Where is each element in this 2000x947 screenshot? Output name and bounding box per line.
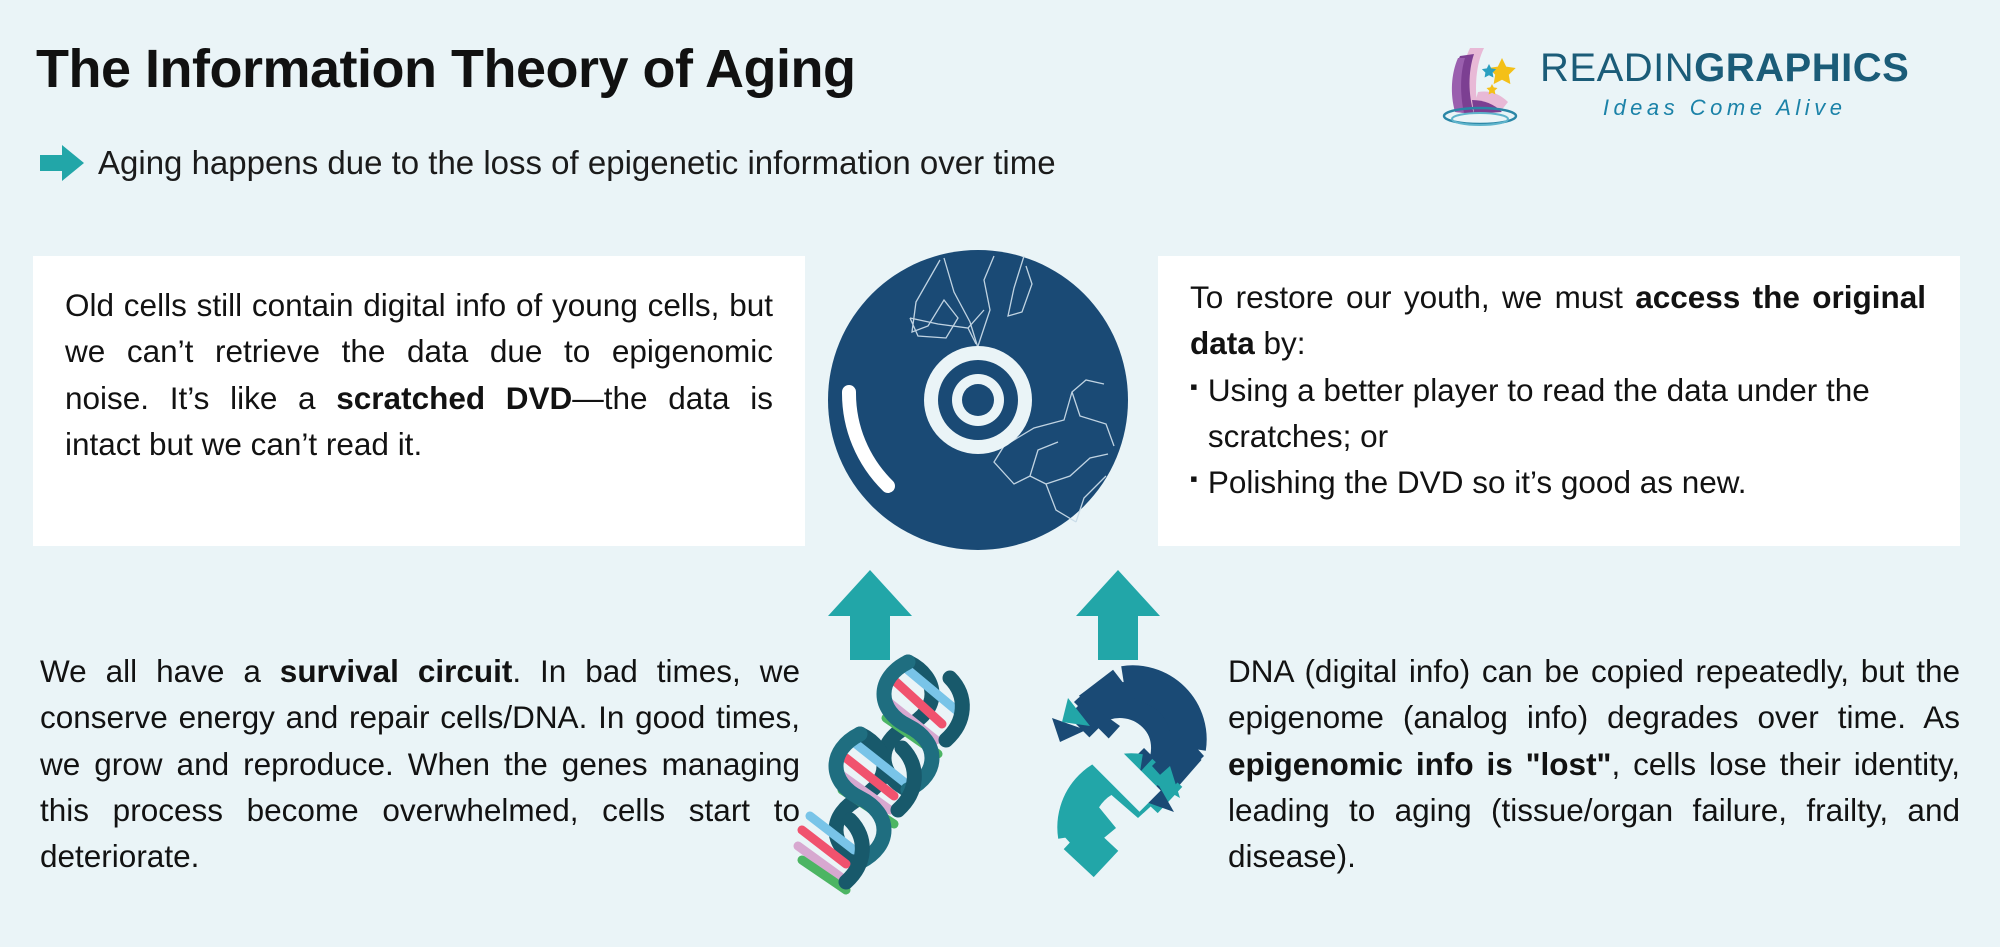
list-item-label: Using a better player to read the data u… <box>1207 371 1870 454</box>
dna-helix-icon <box>793 654 970 895</box>
panel-text: DNA (digital info) can be copied repeate… <box>1228 648 1960 879</box>
brand-logo[interactable]: READINGRAPHICS Ideas Come Alive <box>1440 36 1960 132</box>
bullet-marker-icon: ▪ <box>1190 466 1198 492</box>
survival-circuit-panel: We all have a survival circuit. In bad t… <box>40 648 800 898</box>
magnet-pair-icon <box>1052 665 1207 878</box>
text-segment-bold: access the original data <box>1190 279 1926 362</box>
arrow-right-icon <box>40 145 84 181</box>
logo-tagline: Ideas Come Alive <box>1602 94 1847 120</box>
subtitle-row: Aging happens due to the loss of epigene… <box>40 144 1056 182</box>
panel-text: We all have a survival circuit. In bad t… <box>40 648 800 879</box>
logo-wordmark: READINGRAPHICS <box>1540 48 1909 88</box>
text-segment: . In bad times, we conserve energy and r… <box>40 653 800 875</box>
text-segment: , cells lose their identity, leading to … <box>1228 745 1961 875</box>
logo-word-bold: GRAPHICS <box>1694 45 1910 90</box>
panel-text: Old cells still contain digital info of … <box>65 282 773 467</box>
text-segment-bold: survival circuit <box>279 653 513 689</box>
scratched-dvd-icon <box>828 250 1128 550</box>
text-segment: by: <box>1254 325 1306 362</box>
panel-intro-text: To restore our youth, we must access the… <box>1190 274 1926 367</box>
page-title: The Information Theory of Aging <box>36 39 856 99</box>
text-segment-bold: scratched DVD <box>336 379 573 416</box>
old-cells-scratched-dvd-panel: Old cells still contain digital info of … <box>33 256 805 546</box>
logo-word-light: READIN <box>1540 45 1695 90</box>
list-item: ▪ Polishing the DVD so it’s good as new. <box>1190 459 1926 505</box>
text-segment: DNA (digital info) can be copied repeate… <box>1228 653 1960 736</box>
page-subtitle: Aging happens due to the loss of epigene… <box>98 144 1056 181</box>
book-with-stars-logo-mark <box>1442 48 1518 126</box>
list-item: ▪ Using a better player to read the data… <box>1190 367 1926 460</box>
text-segment: To restore our youth, we must <box>1190 279 1636 315</box>
text-segment: Old cells still contain digital info of … <box>65 287 773 416</box>
dna-vs-epigenome-panel: DNA (digital info) can be copied repeate… <box>1228 648 1960 898</box>
arrow-up-right-icon <box>1076 570 1160 660</box>
text-segment: We all have a <box>40 653 280 689</box>
list-item-label: Polishing the DVD so it’s good as new. <box>1207 464 1747 501</box>
text-segment: —the data is intact but we can’t read it… <box>65 379 773 462</box>
logo-text-block: READINGRAPHICS Ideas Come Alive <box>1540 48 1909 121</box>
bullet-marker-icon: ▪ <box>1190 373 1198 399</box>
text-segment-bold: epigenomic info is "lost" <box>1228 745 1612 782</box>
arrow-up-left-icon <box>828 570 912 660</box>
restore-youth-panel: To restore our youth, we must access the… <box>1158 256 1960 546</box>
